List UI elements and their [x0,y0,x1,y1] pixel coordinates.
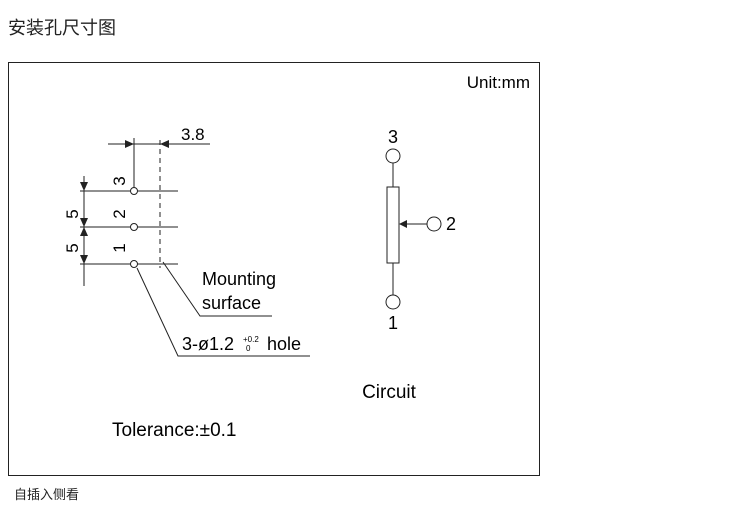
hole-1 [130,260,138,268]
unit-label: Unit:mm [467,73,530,92]
wiper-arrow-icon [399,220,407,228]
drawing-frame [8,62,540,476]
hole-2 [130,223,138,231]
hole-spec-label: 3-ø1.2 [182,334,234,354]
tolerance-note: Tolerance:±0.1 [112,420,237,441]
mounting-label-line2: surface [202,293,261,313]
spacing-dimension-upper: 5 [63,209,82,218]
terminal-1-label: 1 [388,313,398,333]
resistor-body [386,186,400,264]
hole-tolerance-minus: 0 [246,344,251,353]
hole-number-3: 3 [110,176,129,185]
hole-3 [130,187,138,195]
arrow-head [80,255,88,264]
mounting-leader [162,261,272,317]
hole-leader [136,267,310,357]
hole-number-2: 2 [110,209,129,218]
arrow-head [125,140,134,148]
terminal-3-circle [385,148,401,164]
hole-number-1: 1 [110,243,129,252]
circuit-title: Circuit [362,382,417,403]
arrow-head [80,182,88,191]
arrow-head [160,140,169,148]
mounting-label-line1: Mounting [202,269,276,289]
terminal-2-circle [426,216,442,232]
hole-tolerance-plus: +0.2 [243,335,259,344]
footnote: 自插入侧看 [14,488,80,503]
terminal-3-label: 3 [388,127,398,147]
arrow-head [80,218,88,227]
arrow-head [80,227,88,236]
page-title: 安装孔尺寸图 [8,18,116,39]
hole-spec-suffix: hole [267,334,301,354]
pitch-dimension: 3.8 [181,125,205,144]
spacing-dimension-lower: 5 [63,243,82,252]
terminal-1-circle [385,294,401,310]
terminal-2-label: 2 [446,214,456,234]
